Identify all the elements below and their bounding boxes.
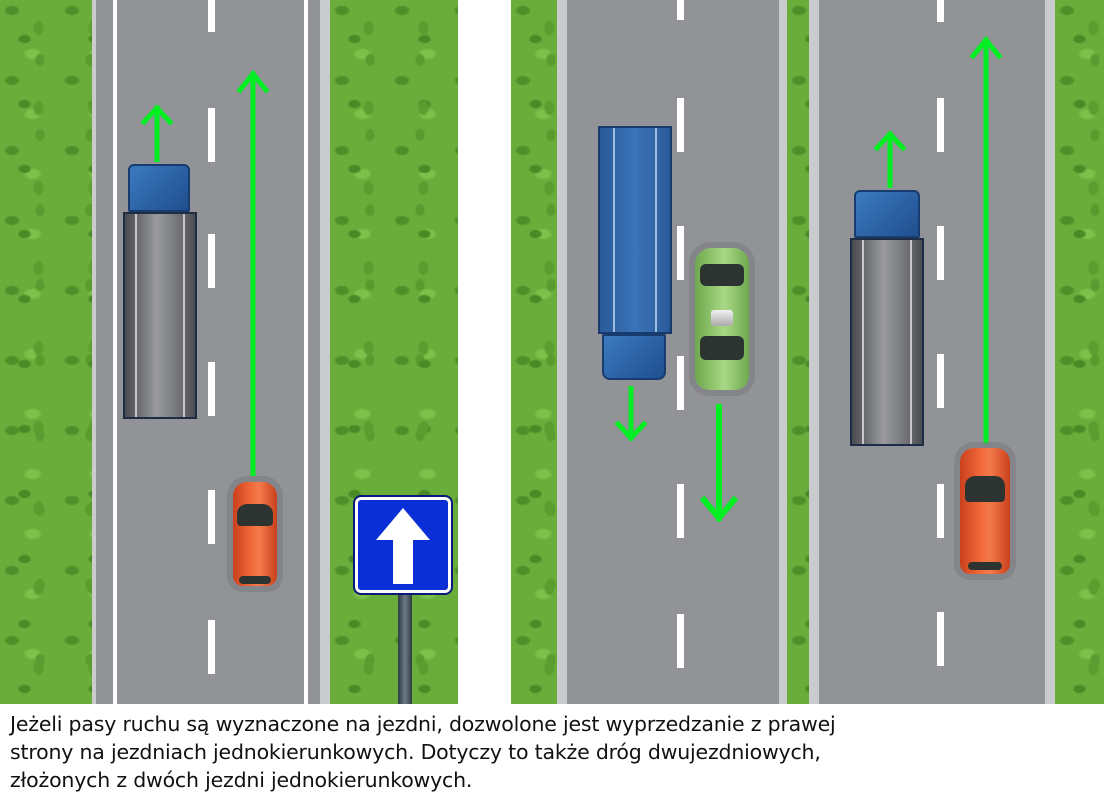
rear-window: [239, 576, 271, 584]
lane-dash: [208, 620, 215, 674]
shoulder: [779, 0, 787, 704]
grass-left: [0, 0, 92, 704]
long-arrow-down-icon: [699, 404, 739, 523]
blue-truck-cab: [602, 334, 666, 380]
lane-dash: [208, 490, 215, 544]
shoulder: [1045, 0, 1055, 704]
windshield: [237, 504, 273, 526]
edge-line: [113, 0, 117, 704]
rear-window: [968, 562, 1002, 570]
truck-trailer: [850, 238, 924, 446]
short-arrow-up-icon: [140, 104, 174, 162]
green-car: [695, 248, 749, 390]
lane-dash: [677, 356, 684, 410]
truck-trailer: [123, 212, 197, 419]
lane-dash: [937, 98, 944, 152]
grass-left: [511, 0, 557, 704]
lane-dash: [937, 354, 944, 408]
red-car: [960, 448, 1010, 574]
one-way-sign: [353, 495, 453, 595]
lane-dash: [677, 614, 684, 668]
grass-right: [330, 0, 458, 704]
lane-dash: [208, 0, 215, 32]
truck-cab: [854, 190, 920, 238]
red-car: [233, 482, 277, 586]
lane-dash: [208, 234, 215, 288]
windshield: [965, 476, 1005, 502]
sign-pole: [398, 594, 412, 704]
windshield: [700, 264, 744, 286]
truck-cab: [128, 164, 190, 212]
rear-window: [700, 336, 744, 360]
lane-dash: [677, 226, 684, 280]
right-panel-dual-carriageway: [511, 0, 1104, 704]
short-arrow-down-icon: [614, 386, 648, 442]
arrow-up-icon: [376, 508, 430, 584]
grass-right: [1055, 0, 1104, 704]
shoulder: [557, 0, 567, 704]
short-arrow-up-icon: [873, 130, 907, 188]
sunroof: [711, 310, 733, 326]
caption-line-2: strony na jezdniach jednokierunkowych. D…: [10, 740, 821, 764]
lane-dash: [937, 226, 944, 280]
caption: Jeżeli pasy ruchu są wyznaczone na jezdn…: [10, 710, 1100, 794]
lane-dash: [677, 484, 684, 538]
lane-dash: [937, 612, 944, 666]
lane-dash: [677, 0, 684, 20]
caption-line-3: złożonych z dwóch jezdni jednokierunkowy…: [10, 768, 473, 792]
lane-dash: [677, 98, 684, 152]
lane-dash: [937, 0, 944, 22]
median-grass: [787, 0, 809, 704]
blue-truck-trailer: [598, 126, 672, 334]
shoulder: [809, 0, 819, 704]
left-panel-one-way-road: [0, 0, 458, 704]
shoulder: [320, 0, 330, 704]
caption-line-1: Jeżeli pasy ruchu są wyznaczone na jezdn…: [10, 712, 836, 736]
long-arrow-up-icon: [236, 70, 270, 476]
long-arrow-up-icon: [969, 36, 1003, 444]
lane-dash: [208, 362, 215, 416]
edge-line: [304, 0, 308, 704]
lane-dash: [937, 484, 944, 538]
lane-dash: [208, 108, 215, 162]
